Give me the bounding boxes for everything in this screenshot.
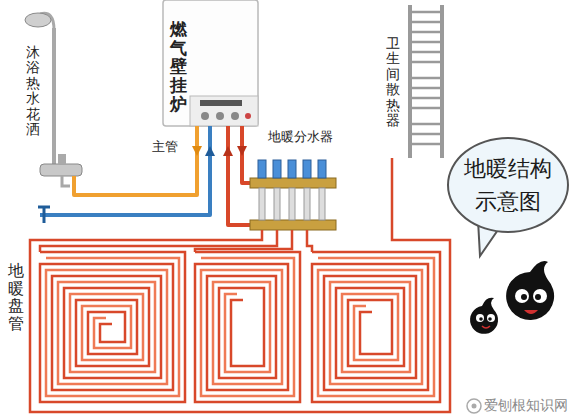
bathroom-radiator <box>410 143 442 146</box>
flow-arrows <box>192 146 247 156</box>
coil-spiral <box>195 252 300 402</box>
cartoon-characters <box>479 317 483 321</box>
bathroom-radiator <box>410 5 442 158</box>
bathroom-radiator <box>410 41 442 44</box>
manifold <box>259 188 265 220</box>
manifold <box>304 188 310 220</box>
coil-pipe <box>30 158 450 412</box>
bathroom-radiator <box>410 61 442 64</box>
manifold <box>303 160 311 178</box>
shower <box>25 13 82 186</box>
bathroom-radiator <box>410 97 442 100</box>
cartoon-characters <box>488 317 492 321</box>
bathroom-radiator <box>410 107 442 110</box>
manifold <box>250 220 336 230</box>
boiler-label: 燃气壁挂炉 <box>170 20 187 113</box>
shower <box>40 164 82 176</box>
speech-bubble: 地暖结构 示意图 <box>447 137 569 233</box>
manifold-label: 地暖分水器 <box>268 128 333 146</box>
pipes <box>228 126 250 225</box>
coil-spiral <box>201 258 294 396</box>
flow-arrows <box>237 146 247 156</box>
manifold <box>273 160 281 178</box>
gas-boiler <box>200 100 242 106</box>
manifold <box>319 188 325 220</box>
cartoon-characters <box>476 314 484 322</box>
bathroom-radiator <box>410 51 442 54</box>
coil-pipe <box>195 230 292 252</box>
manifold <box>288 160 296 178</box>
watermark-logo <box>467 399 481 413</box>
manifold <box>318 160 326 178</box>
cartoon-characters <box>535 294 541 300</box>
bathroom-radiator <box>410 31 442 34</box>
pipes <box>74 126 197 195</box>
manifold <box>258 160 266 178</box>
cartoon-characters <box>506 261 554 320</box>
manifold <box>250 160 336 230</box>
watermark-logo <box>467 399 481 413</box>
cartoon-characters <box>524 310 538 314</box>
gas-boiler <box>163 0 258 126</box>
cartoon-characters <box>470 261 554 334</box>
pipes <box>40 126 210 215</box>
flow-arrows <box>223 146 233 156</box>
gas-boiler <box>231 112 239 120</box>
bathroom-radiator <box>410 123 442 126</box>
flow-arrows <box>205 146 215 156</box>
bathroom-radiator <box>410 21 442 24</box>
radiator-label: 卫生间散热器 <box>386 36 400 128</box>
coil-pipe <box>307 230 312 252</box>
manifold <box>289 188 295 220</box>
gas-boiler <box>190 96 258 126</box>
shower-label: 沐浴热水花洒 <box>26 45 40 137</box>
cartoon-characters <box>470 298 498 334</box>
shower <box>58 154 66 164</box>
cartoon-characters <box>521 294 527 300</box>
watermark-logo <box>472 404 477 409</box>
bathroom-radiator <box>410 133 442 136</box>
floor-heating-coils <box>30 158 450 412</box>
coil-spiral <box>312 252 440 402</box>
pipes <box>43 207 46 223</box>
shower <box>62 176 70 186</box>
cartoon-characters <box>515 289 529 303</box>
bathroom-radiator <box>410 12 442 144</box>
gas-boiler <box>201 112 209 120</box>
bathroom-radiator <box>410 87 442 90</box>
coil-spiral <box>46 258 179 396</box>
shower <box>25 13 51 27</box>
pipes <box>38 126 250 225</box>
bathroom-radiator <box>410 77 442 80</box>
gas-boiler <box>216 112 224 120</box>
bubble-text: 地暖结构 示意图 <box>462 152 554 218</box>
gas-boiler <box>163 0 258 126</box>
shower <box>52 28 56 168</box>
manifold <box>274 188 280 220</box>
coil-spiral <box>40 252 185 402</box>
main-pipe-label: 主管 <box>152 138 178 156</box>
cartoon-characters <box>487 314 495 322</box>
flow-arrows <box>192 146 202 156</box>
pipes <box>242 126 250 183</box>
cartoon-characters <box>533 289 547 303</box>
coil-spiral <box>318 258 434 396</box>
floor-coil-label: 地暖盘管 <box>8 262 24 332</box>
gas-boiler <box>245 113 251 119</box>
manifold <box>250 178 336 188</box>
watermark: 爱刨根知识网 <box>484 397 568 415</box>
pipes <box>38 206 50 209</box>
bathroom-radiator <box>410 11 442 14</box>
cartoon-characters <box>482 326 490 328</box>
